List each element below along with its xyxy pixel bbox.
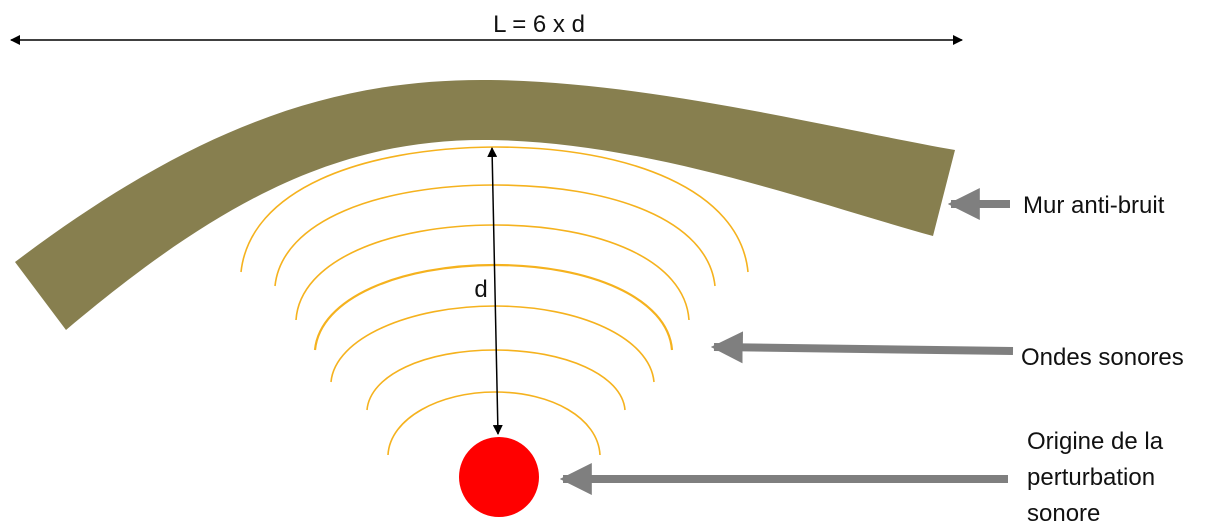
sound-wave-3 bbox=[330, 305, 655, 383]
sound-wave-4 bbox=[313, 263, 674, 351]
sound-source-dot bbox=[459, 437, 539, 517]
distance-label: d bbox=[474, 276, 487, 303]
wall-label: Mur anti-bruit bbox=[1023, 192, 1165, 219]
waves-pointer-arrow bbox=[710, 331, 1014, 364]
length-label: L = 6 x d bbox=[493, 11, 585, 38]
origin-label-line-3: sonore bbox=[1027, 500, 1100, 524]
origin-label-line-2: perturbation bbox=[1027, 464, 1155, 491]
noise-barrier-wall bbox=[15, 79, 955, 330]
distance-arrow bbox=[487, 147, 503, 435]
waves-label: Ondes sonores bbox=[1021, 344, 1184, 371]
sound-wave-7 bbox=[240, 146, 749, 273]
origin-label-line-1: Origine de la bbox=[1027, 428, 1164, 455]
